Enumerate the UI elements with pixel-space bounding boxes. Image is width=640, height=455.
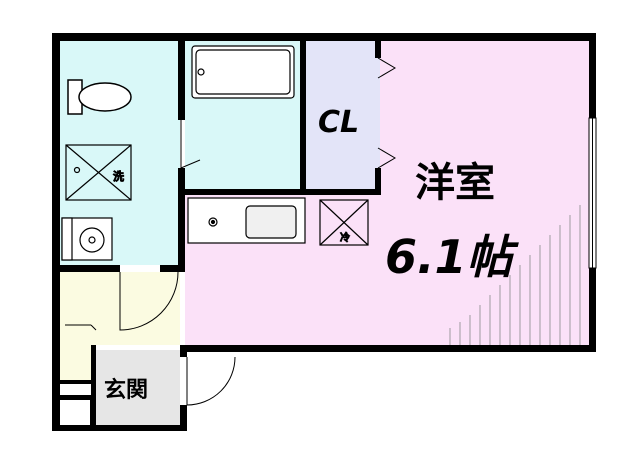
genkan-floor bbox=[95, 350, 180, 425]
genkan-step-floor bbox=[60, 345, 95, 380]
outer-walls bbox=[52, 33, 596, 431]
washer-label: 洗 bbox=[113, 170, 124, 183]
washer-space: 洗 bbox=[65, 144, 132, 201]
floor-hatching bbox=[449, 205, 581, 345]
closet-floor bbox=[305, 40, 380, 190]
kitchen-counter bbox=[187, 197, 306, 244]
closet-label: CL bbox=[318, 105, 359, 140]
bathtub bbox=[191, 45, 295, 99]
main-room-size: 6.1帖 bbox=[385, 230, 519, 284]
wash-basin bbox=[61, 217, 113, 261]
main-room-name: 洋室 bbox=[415, 160, 495, 206]
entrance-label: 玄関 bbox=[104, 377, 148, 403]
main-room-floor bbox=[185, 40, 590, 345]
fridge-label: 冷 bbox=[340, 231, 350, 244]
toilet bbox=[67, 79, 132, 115]
window bbox=[588, 117, 597, 269]
fridge-space: 冷 bbox=[319, 199, 369, 246]
doors bbox=[65, 57, 396, 406]
interior-walls bbox=[60, 40, 381, 425]
